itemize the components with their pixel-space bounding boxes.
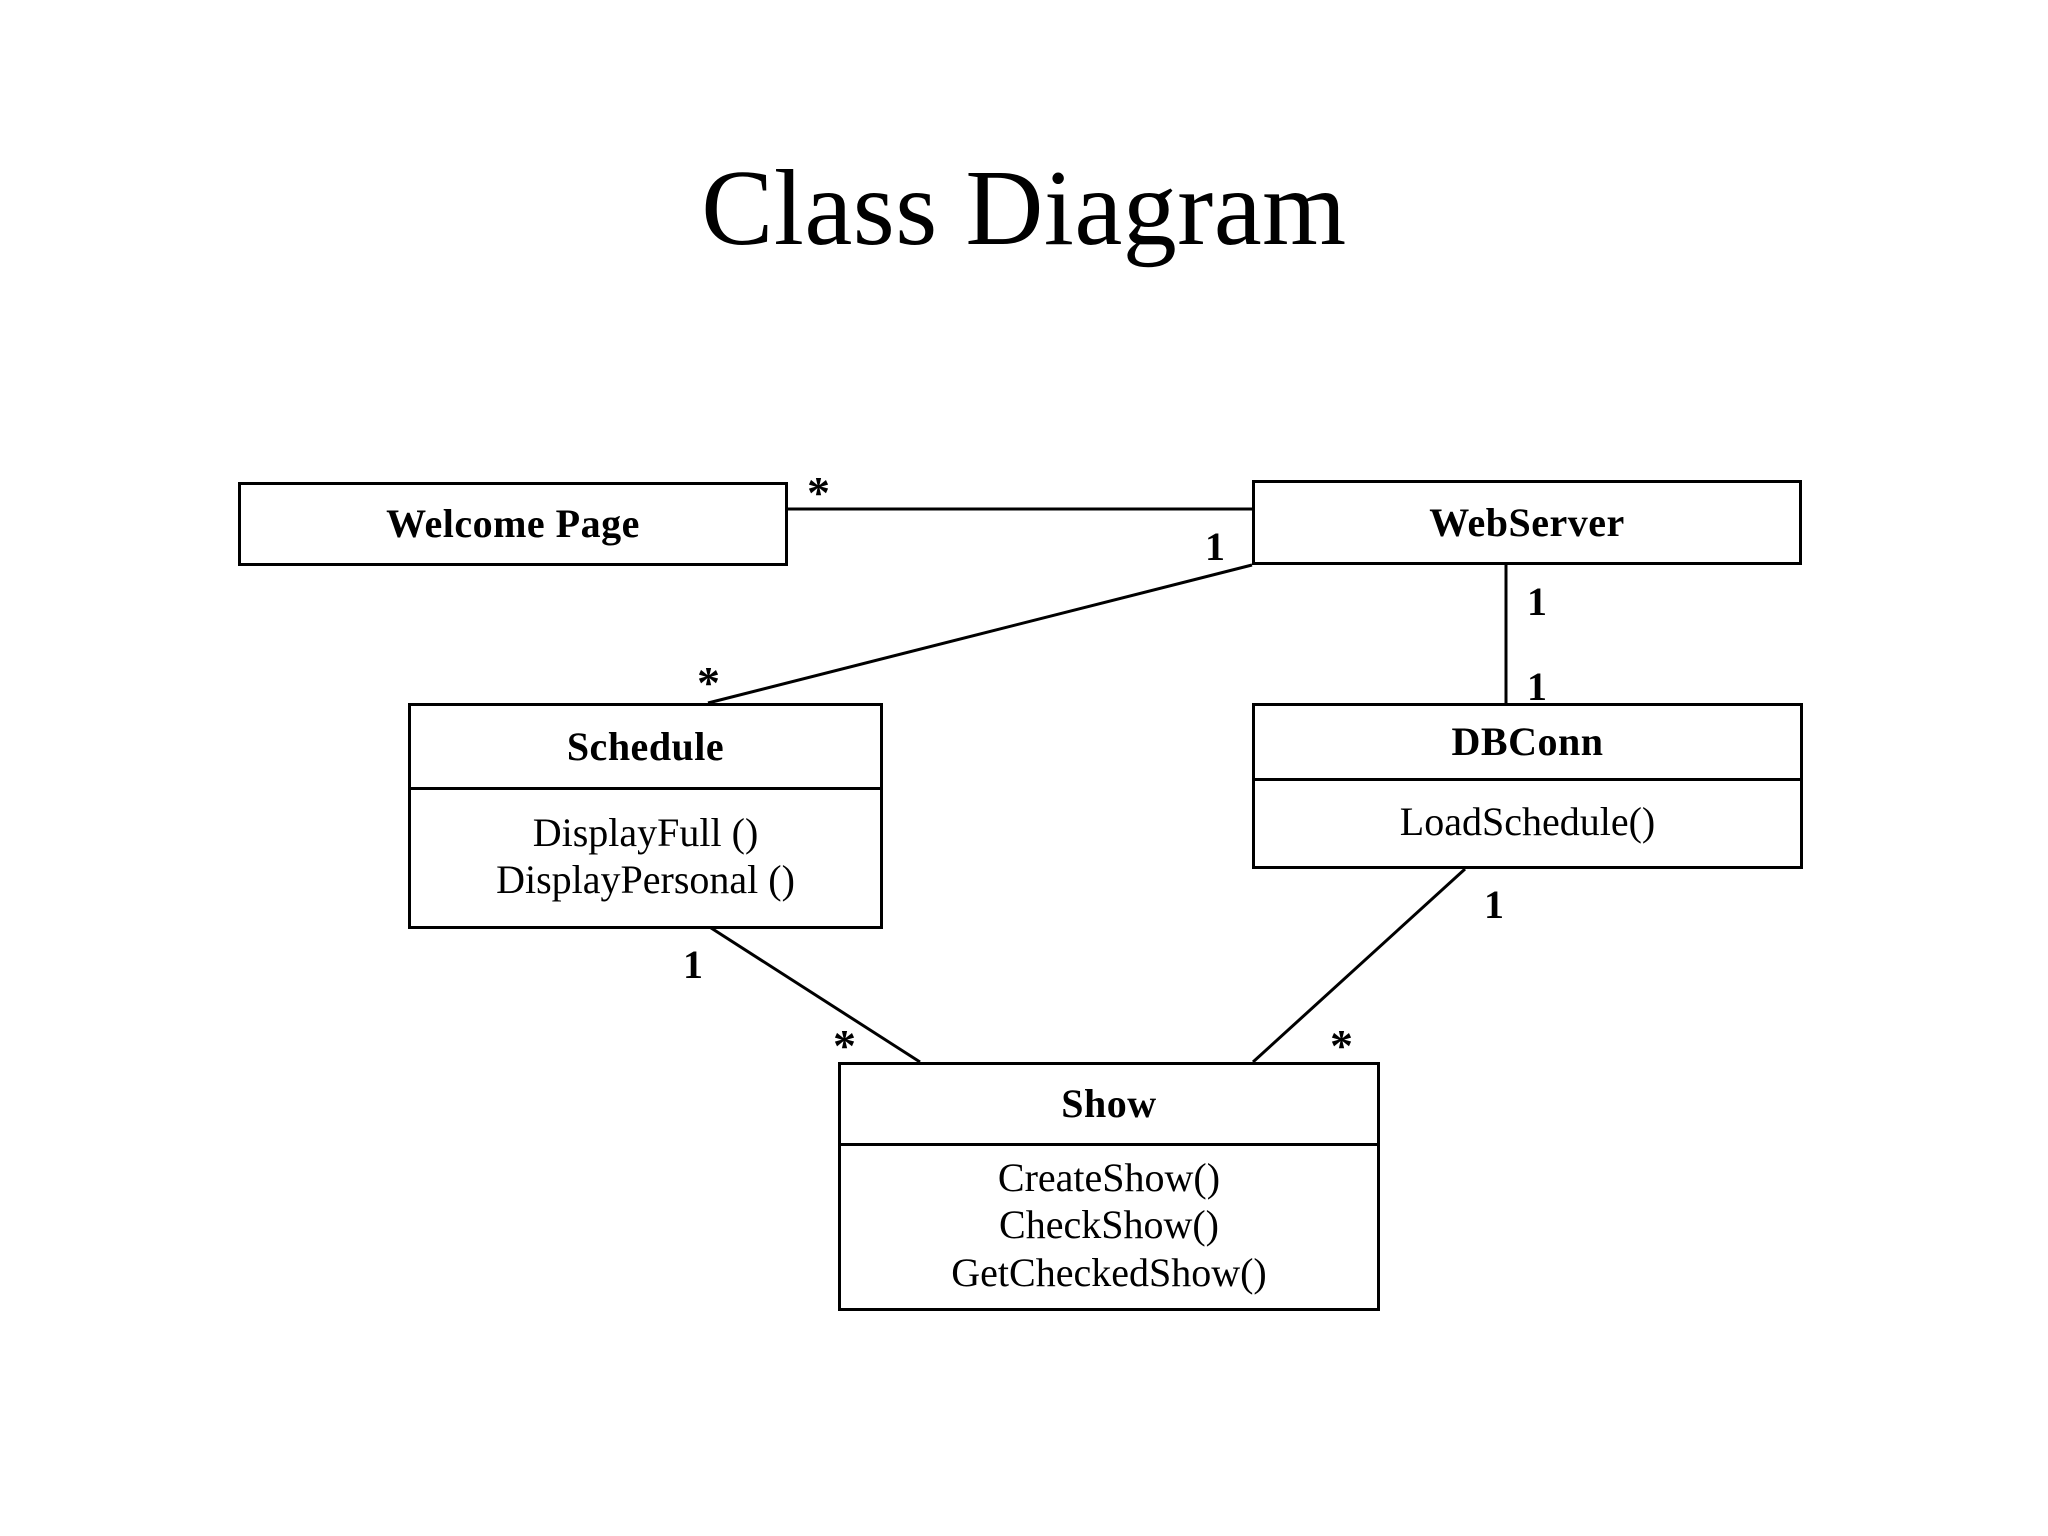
class-name-schedule: Schedule — [411, 706, 880, 790]
class-member: CheckShow() — [999, 1202, 1219, 1248]
association-line-schedule-webserver — [707, 563, 1253, 705]
class-members-schedule: DisplayFull () DisplayPersonal () — [411, 790, 880, 926]
multiplicity-welcome-to-webserver: * — [807, 467, 830, 518]
class-member: CreateShow() — [997, 1155, 1221, 1201]
class-box-schedule[interactable]: Schedule DisplayFull () DisplayPersonal … — [408, 703, 883, 929]
class-member: DisplayPersonal () — [496, 857, 795, 902]
multiplicity-webserver-to-dbconn: 1 — [1527, 579, 1547, 624]
multiplicity-dbconn-to-show: 1 — [1484, 882, 1504, 927]
multiplicity-schedule-to-webserver: * — [697, 657, 720, 708]
class-name-welcome-page: Welcome Page — [386, 501, 640, 546]
class-members-show: CreateShow() CheckShow() GetCheckedShow(… — [841, 1146, 1377, 1308]
class-box-welcome-page[interactable]: Welcome Page — [238, 482, 788, 566]
page-title: Class Diagram — [701, 149, 1347, 268]
association-line-schedule-show — [707, 924, 921, 1064]
multiplicity-show-from-schedule: * — [833, 1020, 856, 1071]
class-member: DisplayFull () — [532, 809, 759, 855]
class-member: GetCheckedShow() — [951, 1249, 1267, 1295]
multiplicity-show-from-dbconn: * — [1330, 1020, 1353, 1071]
association-line-dbconn-show — [1251, 867, 1467, 1064]
class-box-show[interactable]: Show CreateShow() CheckShow() GetChecked… — [838, 1062, 1380, 1311]
class-name-webserver: WebServer — [1429, 499, 1625, 545]
multiplicity-dbconn-from-webserver: 1 — [1527, 664, 1547, 709]
class-member: LoadSchedule() — [1399, 798, 1656, 844]
multiplicity-webserver-from-welcome: 1 — [1205, 524, 1225, 569]
class-name-dbconn: DBConn — [1255, 706, 1800, 781]
class-box-dbconn[interactable]: DBConn LoadSchedule() — [1252, 703, 1803, 869]
class-name-show: Show — [841, 1065, 1377, 1146]
class-box-webserver[interactable]: WebServer — [1252, 480, 1802, 565]
multiplicity-schedule-to-show: 1 — [683, 942, 703, 987]
class-members-dbconn: LoadSchedule() — [1255, 781, 1800, 866]
